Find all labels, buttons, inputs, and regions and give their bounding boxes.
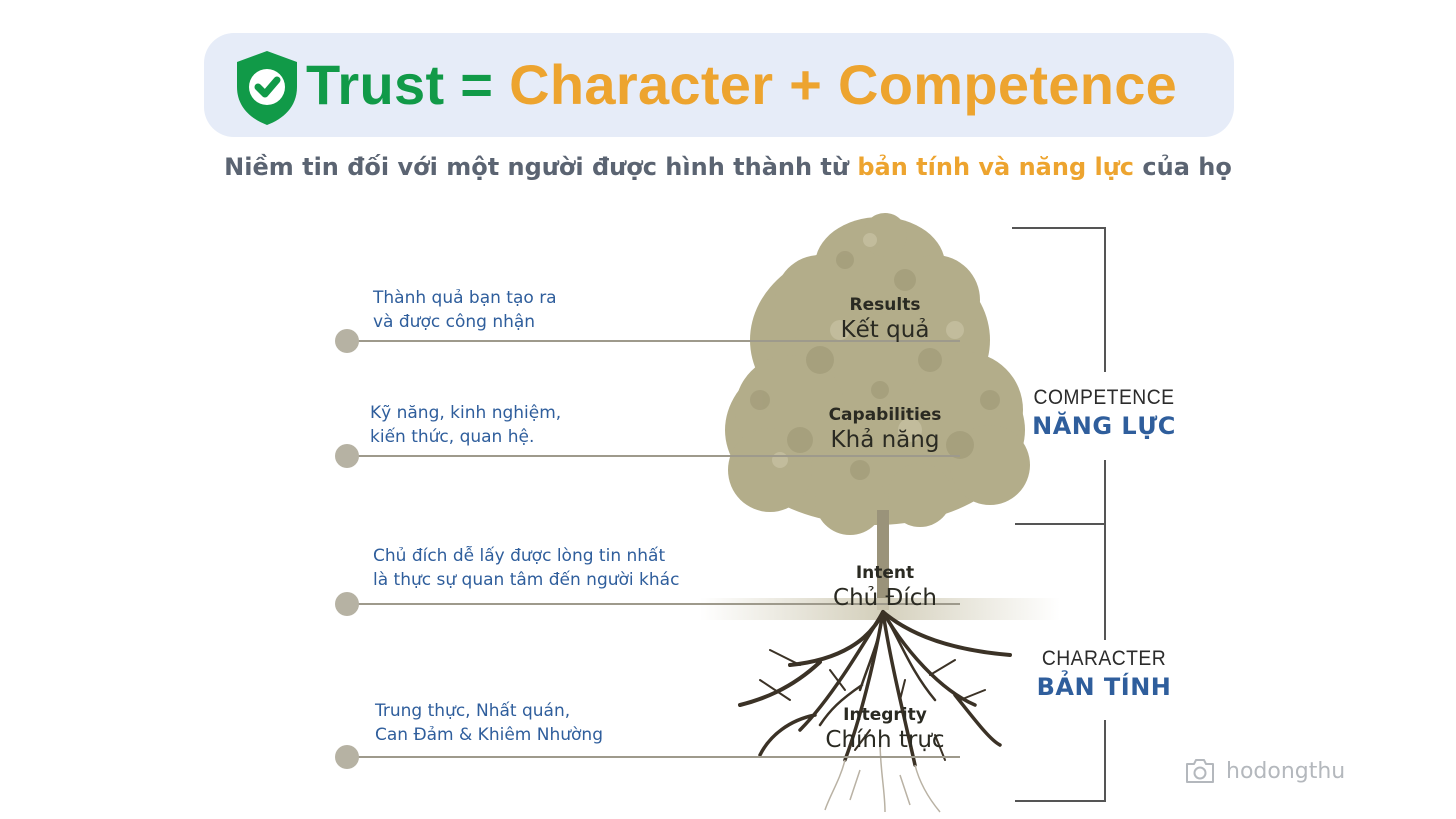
annotation-integrity: Trung thực, Nhất quán, Can Đảm & Khiêm N…: [375, 699, 603, 747]
bracket-label-vi: NĂNG LỰC: [1032, 412, 1176, 440]
brackets: [1012, 227, 1106, 802]
tree-roots-faint: [824, 739, 941, 813]
subtitle: Niềm tin đối với một người được hình thà…: [0, 149, 1456, 185]
annotation-line: và được công nhận: [373, 312, 536, 332]
title-equals: =: [460, 53, 494, 116]
tree-roots: [738, 610, 1012, 767]
tree-label-integrity: Integrity Chính trực: [785, 704, 985, 754]
leader-lines: [346, 340, 960, 758]
page-title: Trust = Character + Competence: [306, 48, 1177, 122]
tree-trunk: [877, 510, 889, 610]
watermark: hodongthu: [1184, 758, 1345, 784]
tree-canopy: [725, 213, 1030, 535]
tree-label-results: Results Kết quả: [785, 294, 985, 344]
bracket-label-en: CHARACTER: [1041, 647, 1167, 670]
title-trust: Trust: [306, 53, 445, 116]
tree-label-vi: Chủ Đích: [833, 585, 937, 611]
annotation-line: là thực sự quan tâm đến người khác: [373, 570, 680, 590]
leader-dots: [335, 329, 359, 769]
tree-label-en: Integrity: [843, 705, 927, 725]
tree-label-capabilities: Capabilities Khả năng: [785, 404, 985, 454]
tree-label-intent: Intent Chủ Đích: [785, 562, 985, 612]
bracket-label-vi: BẢN TÍNH: [1036, 673, 1172, 701]
watermark-text: hodongthu: [1226, 758, 1346, 784]
title-banner: [204, 33, 1234, 137]
tree-label-en: Intent: [855, 563, 915, 583]
annotation-line: Kỹ năng, kinh nghiệm,: [370, 403, 562, 423]
shield-check-icon: [237, 51, 297, 125]
annotation-results: Thành quả bạn tạo ra và được công nhận: [373, 286, 557, 334]
annotation-line: kiến thức, quan hệ.: [370, 427, 535, 447]
canopy-highlights: [772, 233, 964, 468]
annotation-line: Can Đảm & Khiêm Nhường: [375, 725, 603, 745]
tree-label-vi: Khả năng: [830, 427, 940, 453]
tree-label-en: Capabilities: [828, 405, 942, 425]
bracket-label-competence: COMPETENCE NĂNG LỰC: [994, 385, 1214, 441]
canopy-texture: [750, 251, 1000, 480]
tree-label-vi: Kết quả: [840, 317, 930, 343]
subtitle-text-end: của họ: [1142, 153, 1232, 181]
annotation-line: Thành quả bạn tạo ra: [373, 288, 557, 308]
annotation-line: Trung thực, Nhất quán,: [375, 701, 571, 721]
bracket-label-character: CHARACTER BẢN TÍNH: [994, 646, 1214, 702]
annotation-intent: Chủ đích dễ lấy được lòng tin nhất là th…: [373, 544, 679, 592]
title-character-competence: Character + Competence: [509, 53, 1178, 116]
annotation-capabilities: Kỹ năng, kinh nghiệm, kiến thức, quan hệ…: [370, 401, 561, 449]
subtitle-highlight: bản tính và năng lực: [857, 153, 1135, 181]
bracket-label-en: COMPETENCE: [1033, 386, 1175, 409]
tree-label-vi: Chính trực: [825, 727, 945, 753]
annotation-line: Chủ đích dễ lấy được lòng tin nhất: [373, 546, 666, 566]
tree-label-en: Results: [849, 295, 921, 315]
subtitle-text: Niềm tin đối với một người được hình thà…: [224, 153, 849, 181]
camera-icon: [1186, 759, 1214, 783]
